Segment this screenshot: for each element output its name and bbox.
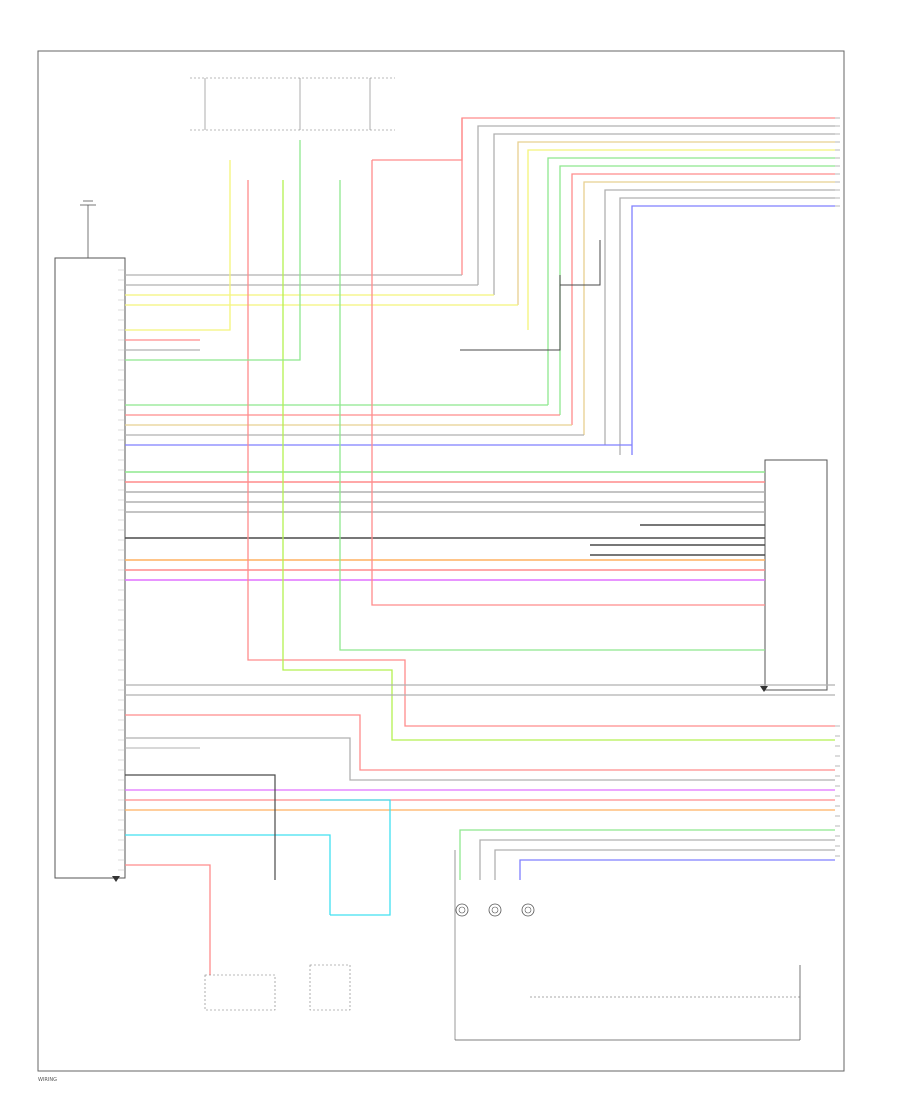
power-wire [282,180,835,741]
fuse-block-top [190,77,395,131]
power-wire [247,180,835,727]
feed-wire [559,165,835,415]
power-wire [371,160,765,606]
lower-wire [479,839,835,880]
lower-wire [125,834,331,915]
feed-wire [604,189,835,445]
module-wire [460,275,561,351]
lower-wire [519,859,835,880]
power-wire [339,180,765,651]
module-wire [560,240,601,286]
radio-module-box [54,257,126,879]
feed-wire [527,149,835,330]
power-wire [125,140,301,361]
lower-wire [459,829,835,880]
feed-wire [477,125,835,285]
diagram-frame [37,50,845,1072]
lower-wire [125,737,835,781]
switch-panel [454,850,801,1041]
connector-icon [204,964,351,1011]
module-wire [125,774,276,880]
lower-wire [125,864,211,975]
feed-wire [571,173,835,425]
lower-wire [125,714,835,771]
feed-wire [583,181,835,435]
feed-wire [517,141,835,305]
module-pin-marks [118,269,125,871]
lower-wire [320,799,391,916]
feed-wire [631,205,835,455]
lower-wire [494,849,835,880]
footer-label: WIRING [38,1077,57,1083]
feed-wire [493,133,835,295]
power-wire [372,118,463,161]
feed-wire [547,157,835,405]
power-wire [125,160,231,331]
amplifier-module-box [764,459,828,691]
wire-group [125,117,835,975]
speaker-icon [455,903,535,917]
antenna-icon [80,200,96,258]
right-edge-terminals [835,117,840,857]
ground-icon [760,686,768,692]
feed-wire [619,197,835,455]
ground-icon [112,876,120,882]
